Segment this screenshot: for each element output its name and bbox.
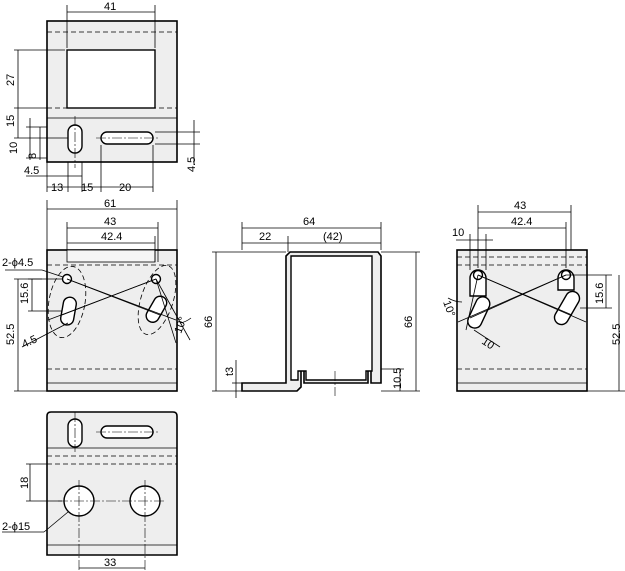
dim-33: 33 xyxy=(104,557,116,569)
label-2-holes-15: 2-ϕ15 xyxy=(2,521,30,533)
dim-10-degree-front: 10° xyxy=(173,315,190,335)
dim-42.4-front: 42.4 xyxy=(101,231,122,243)
dim-61: 61 xyxy=(104,198,116,210)
label-2-holes-4.5: 2-ϕ4.5 xyxy=(2,257,33,269)
front-view: 61 43 42.4 2-ϕ4.5 15.6 52.5 4.5 10° xyxy=(2,198,192,392)
dim-52.5-front: 52.5 xyxy=(5,324,17,345)
side-profile-view: 64 22 (42) 66 t3 66 10.5 xyxy=(203,216,420,398)
front-view-slot-right xyxy=(145,295,168,323)
back-view: 43 42.4 10 10° 10 15.6 52.5 xyxy=(440,200,625,392)
dim-10-degree-back: 10° xyxy=(440,299,457,319)
bottom-view: 18 2-ϕ15 33 xyxy=(2,411,178,570)
dim-22: 22 xyxy=(259,231,271,243)
dim-4.5-bottom: 4.5 xyxy=(24,165,39,177)
dim-43-back: 43 xyxy=(514,200,526,212)
dim-8: 8 xyxy=(27,153,39,159)
dim-20: 20 xyxy=(119,182,131,194)
top-view-window xyxy=(66,49,156,109)
dim-52.5-back: 52.5 xyxy=(611,324,623,345)
back-view-slot-right xyxy=(553,290,581,326)
dim-13: 13 xyxy=(51,182,63,194)
dim-66-left: 66 xyxy=(203,316,215,328)
dim-18: 18 xyxy=(19,477,31,489)
dim-43-front: 43 xyxy=(104,216,116,228)
dim-64: 64 xyxy=(303,216,315,228)
top-view: 41 27 15 10 8 4.5 4.5 13 15 20 xyxy=(5,1,200,194)
profile-inner xyxy=(290,255,373,381)
dim-10.5: 10.5 xyxy=(392,368,404,389)
dim-10-top-back: 10 xyxy=(452,227,464,239)
dim-15: 15 xyxy=(5,115,17,127)
front-view-slot-left xyxy=(59,296,77,326)
dim-66-right: 66 xyxy=(403,316,415,328)
dim-27: 27 xyxy=(5,74,17,86)
dim-t3: t3 xyxy=(224,367,236,376)
dim-15-bottom: 15 xyxy=(81,182,93,194)
dim-41: 41 xyxy=(104,1,116,13)
dim-42.4-back: 42.4 xyxy=(511,216,532,228)
dim-4.5-right: 4.5 xyxy=(186,157,198,172)
dim-4.5-diagonal: 4.5 xyxy=(20,333,39,350)
dim-42-reference: (42) xyxy=(323,231,343,243)
dim-15.6-front: 15.6 xyxy=(19,283,31,304)
dim-15.6-back: 15.6 xyxy=(594,283,606,304)
dim-10: 10 xyxy=(8,142,20,154)
dim-10-slot-back: 10 xyxy=(479,335,496,352)
back-view-slot-left xyxy=(467,296,491,329)
